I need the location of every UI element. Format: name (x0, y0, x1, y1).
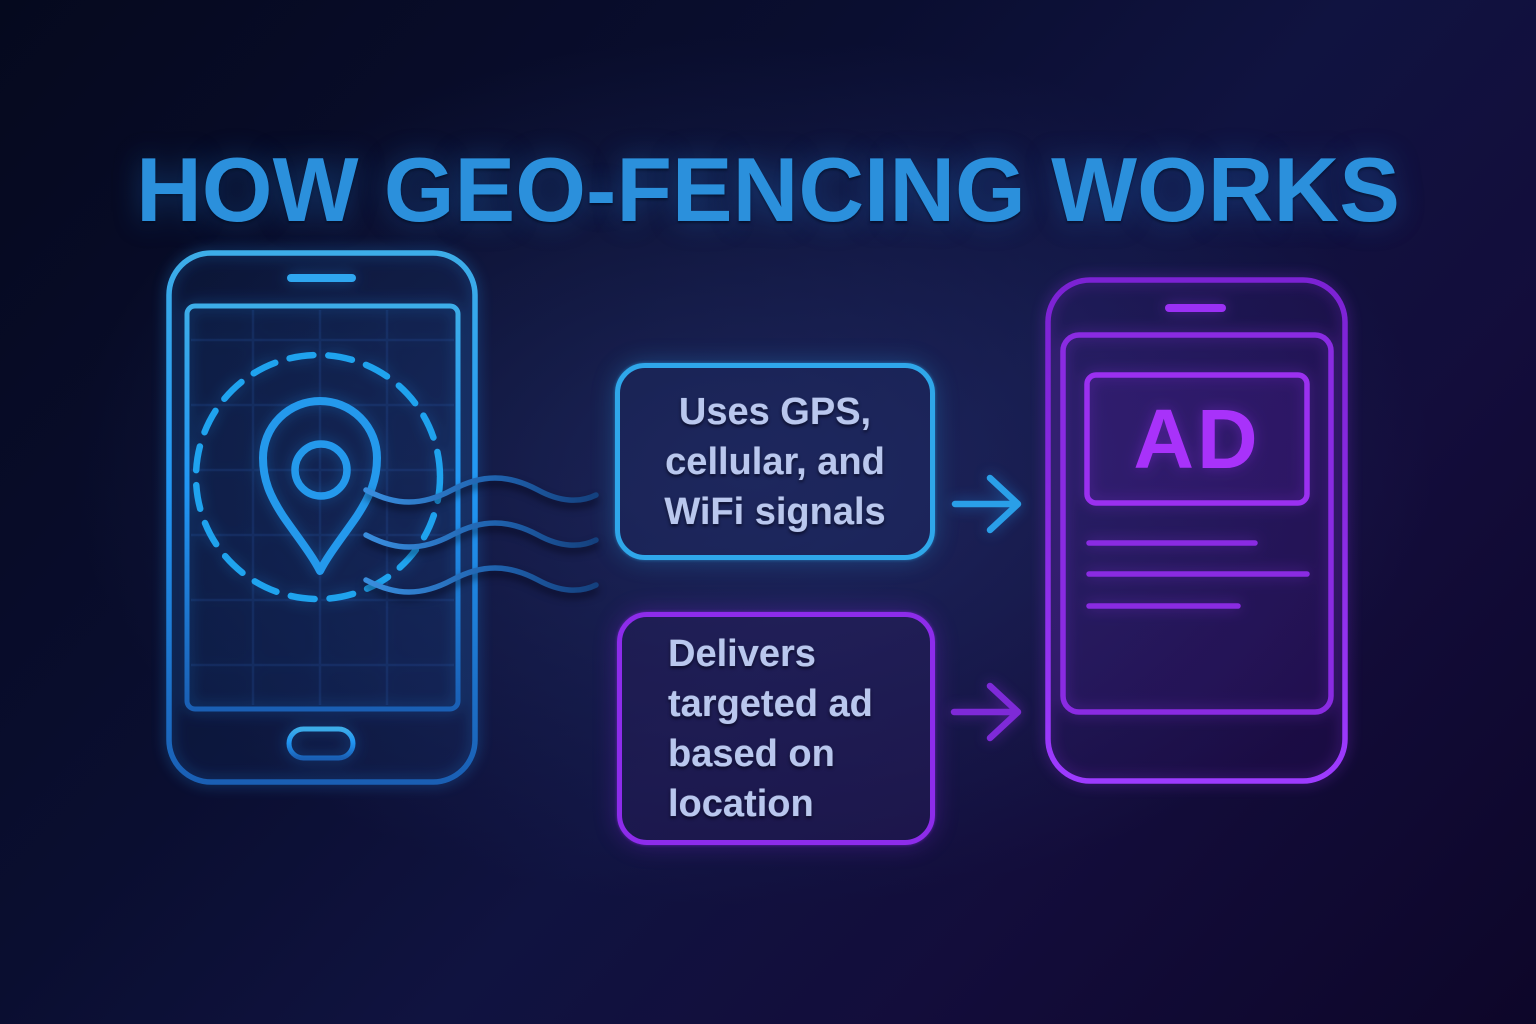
ad-text-placeholder-lines (1086, 540, 1310, 609)
signal-waves-icon (363, 475, 599, 595)
ad-phone-icon: AD (1045, 277, 1348, 784)
ad-banner-label: AD (1133, 392, 1260, 486)
delivery-arrow-icon (950, 682, 1022, 742)
page-title: HOW GEO-FENCING WORKS (136, 139, 1400, 241)
signals-box-line: cellular, and (665, 440, 885, 483)
delivery-box-line: Delivers (668, 632, 816, 675)
location-pin-icon (259, 397, 381, 575)
signals-arrow-icon (951, 474, 1022, 534)
gps-phone-home-button (286, 726, 356, 761)
gps-phone-screen (184, 303, 461, 712)
gps-phone-icon (166, 250, 478, 785)
ad-phone-screen (1060, 332, 1334, 715)
signals-box: Uses GPS, cellular, and WiFi signals (615, 363, 935, 560)
ad-phone-body (1045, 277, 1348, 784)
signals-box-line: WiFi signals (664, 490, 886, 533)
signals-box-line: Uses GPS, (678, 390, 872, 433)
delivery-box-line: location (668, 782, 814, 825)
delivery-box-line: targeted ad (668, 682, 873, 725)
delivery-box-line: based on (668, 732, 835, 775)
geofence-radius-circle (192, 351, 444, 603)
ad-banner-frame (1084, 372, 1310, 506)
delivery-box: Delivers targeted ad based on location (617, 612, 935, 845)
